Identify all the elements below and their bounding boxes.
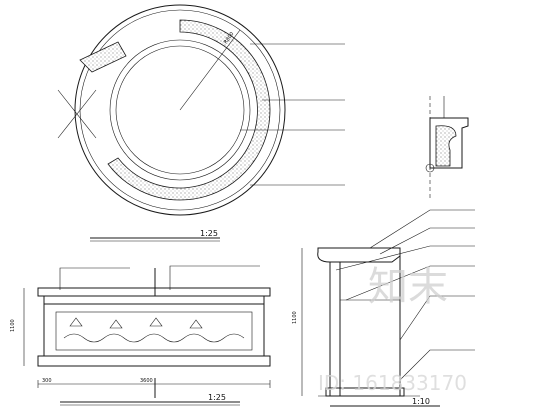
section-leader-5 — [399, 295, 475, 341]
plan-radius-line — [179, 29, 241, 111]
elevation-width-label: 3600 — [140, 378, 153, 384]
detail-moulding-outline — [429, 117, 469, 169]
section-leader-3 — [335, 245, 475, 271]
plan-view: R800 1:25 — [57, 4, 345, 242]
plan-scale: 1:25 — [200, 229, 218, 238]
elevation-panel — [55, 311, 253, 351]
elevation-base — [37, 355, 271, 367]
plan-counter-top — [107, 19, 271, 201]
section-height-label: 1100 — [292, 311, 298, 324]
elevation-leader-2 — [169, 265, 260, 290]
front-elevation: 3600 300 1100 1:25 — [10, 265, 271, 406]
section-leader-2 — [379, 227, 475, 255]
watermark-site-name: 知末 — [368, 264, 448, 310]
detail-profile — [425, 96, 469, 200]
section-counter-top — [317, 247, 401, 263]
elevation-top-moulding — [43, 295, 265, 305]
plan-counter-end — [79, 41, 127, 73]
section-view: 1100 1:10 — [292, 209, 475, 407]
elevation-height-label: 1100 — [10, 319, 16, 332]
plan-opening-cross — [57, 89, 97, 139]
section-leader-1 — [369, 209, 475, 249]
plan-inner-ring — [109, 39, 251, 181]
elevation-scale: 1:25 — [208, 393, 226, 402]
plan-inner-ring-2 — [115, 45, 245, 175]
elevation-top-cap — [37, 287, 271, 297]
detail-moulding-profile — [435, 125, 457, 167]
watermark: 知末 ID: 161833170 — [318, 264, 467, 395]
plan-outer-ring — [74, 4, 286, 216]
elevation-ornament-marks — [69, 317, 203, 329]
section-scale: 1:10 — [412, 397, 430, 406]
watermark-id: ID: 161833170 — [318, 371, 467, 395]
section-leader-6 — [399, 349, 475, 381]
elevation-wave-ornament — [63, 333, 245, 343]
elevation-left-label: 300 — [42, 378, 52, 384]
elevation-leader-1 — [59, 267, 130, 290]
section-leader-4 — [345, 265, 475, 301]
detail-marker — [425, 163, 435, 173]
